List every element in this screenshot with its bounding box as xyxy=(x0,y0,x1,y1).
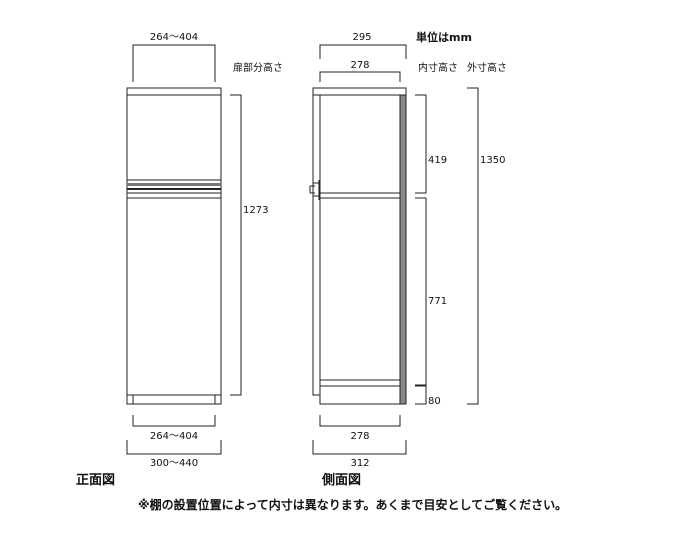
bottom-inner-depth: 278 xyxy=(350,431,369,442)
lower-inner-bracket xyxy=(415,197,427,386)
side-door xyxy=(312,95,320,396)
front-outline xyxy=(126,87,222,405)
outer-height: 1350 xyxy=(480,155,505,166)
door-height: 1273 xyxy=(243,205,268,216)
base-bracket xyxy=(415,385,427,405)
side-top-board xyxy=(312,87,407,96)
front-inner-width: 264～404 xyxy=(150,431,198,442)
side-body xyxy=(319,94,401,405)
side-outer-depth-bracket xyxy=(319,44,407,59)
bottom-inner-depth-bracket xyxy=(319,415,401,427)
side-top-outer-depth: 295 xyxy=(352,32,371,43)
side-inner-depth-bracket xyxy=(319,71,401,82)
side-top-inner-depth: 278 xyxy=(350,60,369,71)
front-top-width-bracket xyxy=(132,44,216,82)
note: ※棚の設置位置によって内寸は異なります。あくまで目安としてご覧ください。 xyxy=(138,497,567,512)
front-rail xyxy=(127,179,221,199)
front-view: 264～404 扉部分高さ 1273 264～404 300～440 正面図 xyxy=(76,32,283,488)
front-outer-width: 300～440 xyxy=(150,458,198,469)
bottom-outer-depth: 312 xyxy=(350,458,369,469)
front-inner-width-bracket xyxy=(132,415,216,427)
bottom-outer-depth-bracket xyxy=(312,440,407,455)
back-panel xyxy=(399,94,407,405)
side-view: 295 278 単位はmm 内寸高さ 外寸高さ 419 771 80 1350 … xyxy=(309,30,507,488)
upper-inner-height: 419 xyxy=(428,155,447,166)
door-height-label: 扉部分高さ xyxy=(233,61,283,74)
outer-height-label: 外寸高さ xyxy=(467,61,507,74)
upper-inner-bracket xyxy=(415,94,427,194)
front-view-title: 正面図 xyxy=(76,473,115,488)
outer-height-bracket xyxy=(467,87,479,405)
units-label: 単位はmm xyxy=(416,30,472,44)
handle-icon xyxy=(309,180,320,200)
base-height: 80 xyxy=(428,396,441,407)
front-top-width: 264～404 xyxy=(150,32,198,43)
front-outer-width-bracket xyxy=(126,440,222,455)
lower-inner-height: 771 xyxy=(428,296,447,307)
door-height-bracket xyxy=(230,94,242,396)
inner-height-label: 内寸高さ xyxy=(418,61,458,74)
side-view-title: 側面図 xyxy=(321,472,361,488)
